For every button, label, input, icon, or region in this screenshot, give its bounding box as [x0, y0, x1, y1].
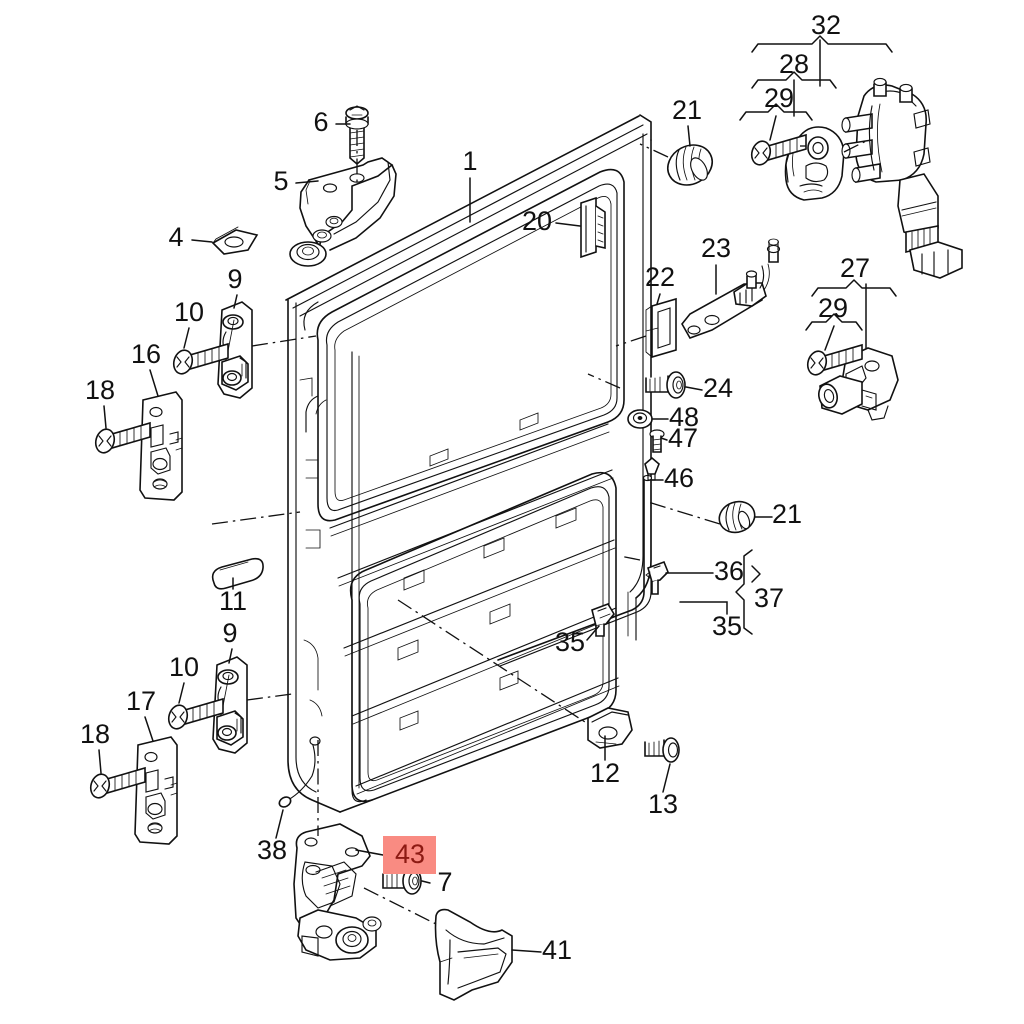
callout-9a: 9 [227, 264, 242, 294]
leader-lines [98, 39, 867, 953]
callout-21a: 21 [672, 95, 702, 125]
part-27-hinge-bracket-assembly [817, 347, 899, 421]
callout-46: 46 [664, 463, 694, 493]
highlight-box-43 [383, 836, 436, 874]
callout-11: 11 [219, 586, 247, 616]
callout-28: 28 [779, 49, 809, 79]
callout-20: 20 [522, 206, 552, 236]
callout-21b: 21 [772, 499, 802, 529]
part-10a-torx-screw [172, 319, 235, 375]
part-18a-torx-screw [94, 421, 151, 454]
callout-29b: 29 [818, 293, 848, 323]
part-41-hinge-cover-cap [434, 908, 513, 1001]
part-48-grommet-washer [627, 409, 653, 429]
callout-22: 22 [645, 262, 675, 292]
part-17-guide-rail-plate [134, 736, 178, 845]
part-29a-torx-screw [750, 133, 807, 166]
callout-7: 7 [437, 867, 452, 897]
callout-29a: 29 [764, 83, 794, 113]
callout-48: 48 [669, 402, 699, 432]
callout-38: 38 [257, 835, 287, 865]
part-12-striker-wedge [587, 707, 633, 749]
part-7-flange-bolt [382, 867, 422, 895]
part-24-flange-bolt [645, 371, 686, 399]
part-10b-torx-screw [167, 674, 230, 730]
part-11-oval-plug [211, 557, 264, 590]
part-46-end-clip [644, 456, 660, 481]
part-20-seal-clip [580, 196, 606, 259]
part-21a-round-grommet [667, 144, 713, 186]
part-22-u-clip [645, 297, 677, 359]
part-4-washer-plate [211, 226, 259, 255]
callout-27: 27 [840, 253, 870, 283]
callout-9b: 9 [222, 618, 237, 648]
brace-27 [811, 279, 897, 297]
part-6-hex-screw [345, 105, 369, 166]
callout-41: 41 [542, 935, 572, 965]
callout-10a: 10 [174, 297, 204, 327]
brace-32 [751, 35, 893, 53]
part-18b-torx-screw [89, 766, 146, 799]
callout-16: 16 [131, 339, 161, 369]
callout-labels: 1 4 5 6 7 9 9 10 10 11 12 13 16 17 18 18… [80, 10, 870, 965]
callout-36: 36 [714, 556, 744, 586]
part-21b-round-grommet [718, 500, 756, 534]
callout-17: 17 [126, 686, 156, 716]
callout-37: 37 [754, 583, 784, 613]
part-43-lower-hinge-bracket [293, 823, 382, 961]
callout-10b: 10 [169, 652, 199, 682]
part-36-push-in-clip [645, 560, 669, 595]
callout-23: 23 [701, 233, 731, 263]
callout-18b: 18 [80, 719, 110, 749]
callout-47: 47 [668, 423, 698, 453]
callout-5: 5 [273, 166, 288, 196]
callout-4: 4 [168, 222, 183, 252]
callout-18a: 18 [85, 375, 115, 405]
part-13-wedge-bolt [644, 737, 680, 763]
part-9a-roller-guide-bracket [217, 301, 253, 399]
callout-35b: 35 [712, 611, 742, 641]
part-5-upper-hinge-arm [289, 157, 397, 267]
brace-37 [735, 549, 761, 635]
callout-32: 32 [811, 10, 841, 40]
callout-12: 12 [590, 758, 620, 788]
part-47-small-screw [649, 429, 665, 453]
callout-13: 13 [648, 789, 678, 819]
callout-43-highlighted: 43 [395, 839, 425, 869]
brace-28 [751, 71, 837, 89]
callout-35a: 35 [555, 627, 585, 657]
brace-29-top [739, 103, 813, 121]
callout-6: 6 [313, 107, 328, 137]
callout-1: 1 [462, 146, 477, 176]
brace-29-lower [805, 313, 863, 331]
door-shell-group [285, 114, 652, 813]
assembly-axis-lines [211, 139, 869, 927]
part-23-check-strap-arm [681, 238, 781, 339]
part-29b-torx-screw [806, 343, 863, 376]
callout-24: 24 [703, 373, 733, 403]
part-32-lock-actuator [841, 77, 963, 279]
part-16-guide-rail-plate [139, 391, 183, 501]
part-35a-push-in-clip [591, 603, 615, 637]
